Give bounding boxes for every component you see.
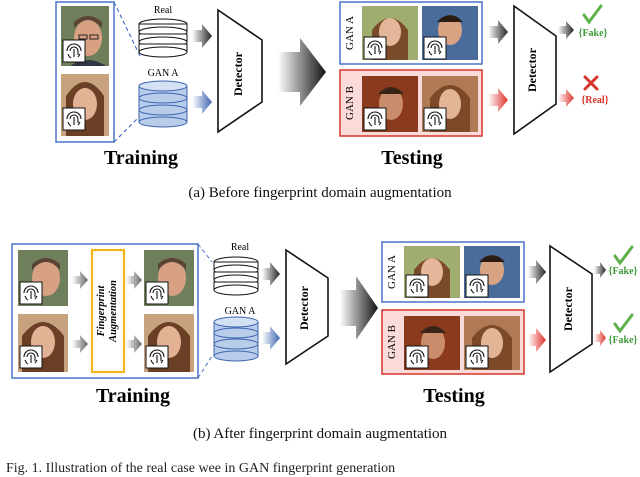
fingerprint-icon	[405, 345, 429, 369]
fingerprint-icon	[423, 107, 447, 131]
detector-trapezoid-train	[217, 8, 263, 134]
result-top: {Fake}	[579, 28, 608, 39]
gan-b-test-label: GAN B	[386, 325, 398, 359]
real-label: Real	[154, 5, 173, 16]
gan-a-test-label: GAN A	[386, 255, 398, 289]
detector-test-label: Detector	[525, 47, 539, 92]
result-bottom: {Real}	[581, 95, 608, 106]
fingerprint-icon	[19, 345, 43, 369]
fingerprint-icon	[62, 39, 86, 63]
panel-b: Fingerprint Augmentation Real GAN A Dete…	[0, 232, 640, 452]
figure-caption: Fig. 1. Illustration of the real case we…	[6, 461, 396, 476]
fingerprint-icon	[62, 107, 86, 131]
fingerprint-icon	[145, 281, 169, 305]
aug-line1: Fingerprint	[96, 285, 107, 338]
detector-test-label: Detector	[561, 286, 575, 331]
gan-b-test-label: GAN B	[344, 86, 356, 120]
aug-line2: Augmentation	[108, 280, 119, 343]
detector-trapezoid-test	[513, 4, 557, 136]
testing-label: Testing	[423, 385, 485, 407]
checkmark-icon	[613, 245, 634, 266]
fingerprint-icon	[423, 36, 447, 60]
cross-icon	[583, 75, 599, 91]
detector-train-label: Detector	[231, 51, 245, 96]
result-top: {Fake}	[609, 266, 638, 277]
caption-a: (a) Before fingerprint domain augmentati…	[188, 185, 452, 201]
panel-a: Real GAN A Detector GAN A GAN B Detector	[0, 0, 640, 220]
arrow-test-a	[488, 20, 508, 44]
real-database-stack	[138, 18, 188, 58]
fingerprint-icon	[145, 345, 169, 369]
training-label: Training	[104, 147, 178, 169]
fingerprint-icon	[19, 281, 43, 305]
arrow-real	[192, 24, 212, 48]
real-database-stack	[213, 256, 259, 296]
fingerprint-augmentation-box	[90, 248, 126, 374]
fingerprint-icon	[405, 274, 429, 298]
detector-trapezoid-test	[549, 244, 593, 374]
real-label: Real	[231, 242, 250, 253]
gan-a-test-label: GAN A	[344, 16, 356, 50]
detector-train-label: Detector	[297, 285, 311, 330]
detector-trapezoid-train	[285, 248, 329, 366]
gan-database-stack	[213, 316, 259, 362]
gan-database-stack	[138, 80, 188, 128]
training-label: Training	[96, 385, 170, 407]
checkmark-icon	[613, 313, 634, 334]
checkmark-icon	[582, 4, 603, 25]
gan-train-label: GAN A	[148, 68, 180, 79]
panel-b-diagram: Fingerprint Augmentation Real GAN A Dete…	[11, 241, 638, 407]
testing-label: Testing	[381, 147, 443, 169]
fingerprint-icon	[363, 36, 387, 60]
caption-b: (b) After fingerprint domain augmentatio…	[192, 426, 448, 442]
panel-a-diagram: Real GAN A Detector GAN A GAN B Detector	[55, 1, 609, 169]
result-bottom: {Fake}	[609, 335, 638, 346]
gan-train-label: GAN A	[225, 306, 257, 317]
fingerprint-icon	[465, 345, 489, 369]
arrow-test-b	[488, 88, 508, 112]
arrow-gan	[192, 90, 212, 114]
fingerprint-icon	[465, 274, 489, 298]
big-arrow	[278, 38, 326, 106]
big-arrow	[340, 276, 378, 340]
fingerprint-icon	[363, 107, 387, 131]
